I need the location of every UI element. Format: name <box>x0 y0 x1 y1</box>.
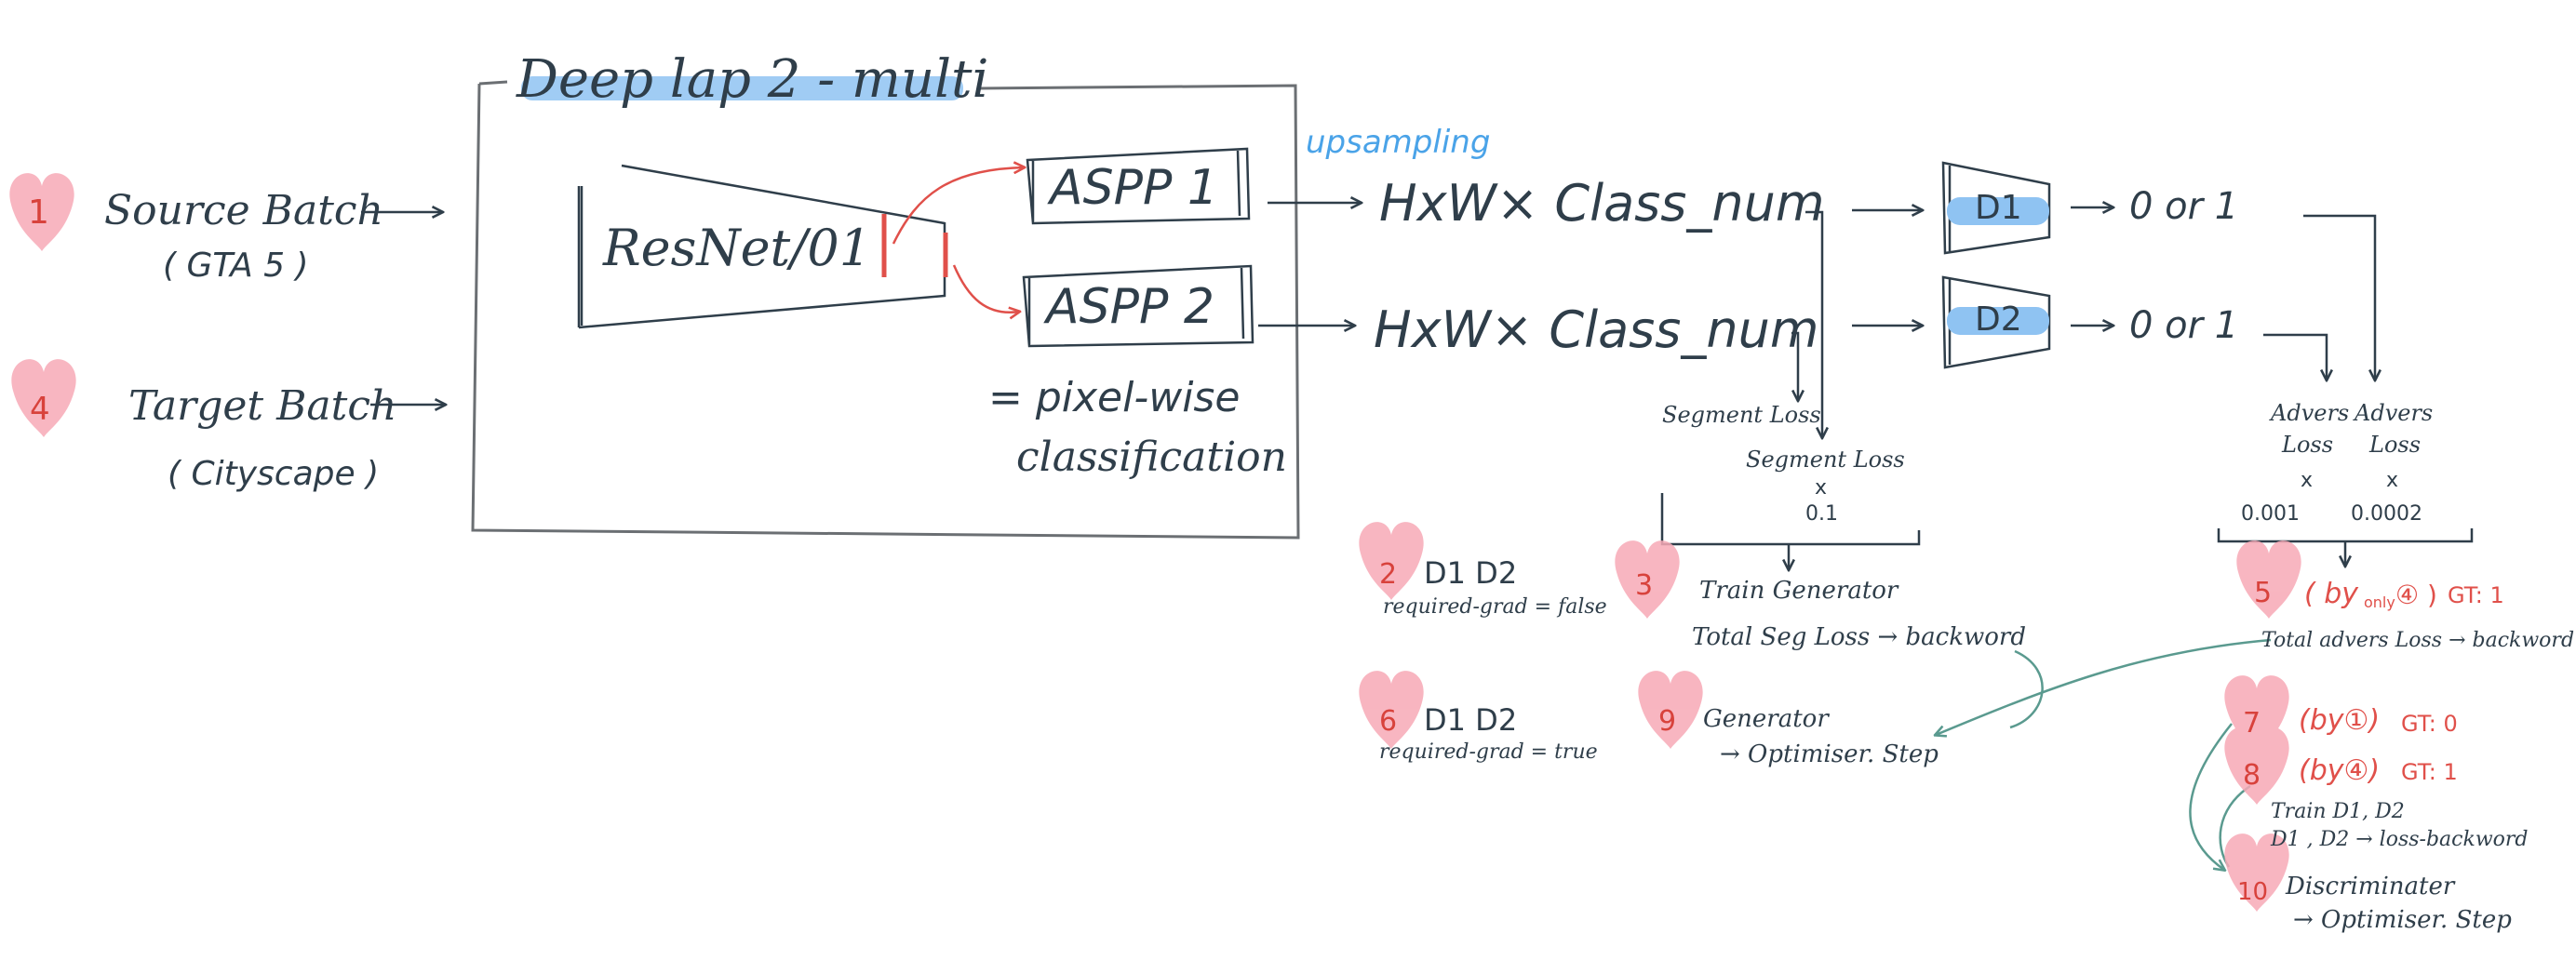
aspp2-label: ASPP 2 <box>1046 279 1214 335</box>
title-highlight <box>521 76 963 100</box>
step-3-line1: Train Generator <box>1699 577 1898 605</box>
advers-loss-2-times: x <box>2386 469 2399 492</box>
pixelwise-note: = pixel-wise <box>988 374 1241 421</box>
d2-highlight <box>1947 307 2049 335</box>
advers-loss-1: Advers <box>2271 400 2350 426</box>
advloss-bracket <box>2217 528 2474 543</box>
backbone-label: ResNet/01 <box>603 219 872 277</box>
step-2-number: 2 <box>1379 558 1398 591</box>
step-1-number: 1 <box>28 193 49 232</box>
step-8-number: 8 <box>2243 759 2261 792</box>
d2-output: 0 or 1 <box>2129 304 2239 347</box>
step-5-line2: Total advers Loss → backword <box>2261 629 2575 652</box>
step-4-number: 4 <box>30 391 50 428</box>
step-2-title: D1 D2 <box>1424 555 1518 591</box>
step-6-sub: required-grad = true <box>1379 740 1598 764</box>
target-batch-sub: ( Cityscape ) <box>168 455 380 493</box>
segment-loss-2-weight: 0.1 <box>1805 502 1838 526</box>
step-10-line1: Discriminater <box>2286 873 2455 900</box>
step-10-number: 10 <box>2237 878 2269 906</box>
step-5-circle: ④ ) <box>2395 580 2437 610</box>
step-number-highlights <box>9 173 2301 912</box>
arrow-backword-generator <box>2009 649 2044 729</box>
advers-loss-2b: Loss <box>2369 432 2422 458</box>
arrow-d1out-advloss <box>2303 214 2375 380</box>
step-7-gt: GT: 0 <box>2401 711 2458 737</box>
output2-label: HxW× Class_num <box>1374 300 1819 359</box>
d1-highlight <box>1947 197 2049 225</box>
step-3-number: 3 <box>1635 569 1654 602</box>
advers-loss-2: Advers <box>2355 400 2434 426</box>
d1-output: 0 or 1 <box>2129 185 2239 228</box>
step-5-only: only <box>2364 593 2395 611</box>
arrow-out1-segloss <box>1805 210 1822 437</box>
step-7-by: (by①) <box>2299 704 2381 737</box>
classification-note: classification <box>1016 433 1287 481</box>
step-9-line2: → Optimiser. Step <box>1720 740 1939 768</box>
step-8-by: (by④) <box>2299 754 2381 787</box>
step-8-line2: Train D1, D2 <box>2271 800 2405 823</box>
step-7-number: 7 <box>2243 707 2261 740</box>
segloss-bracket <box>1660 493 1921 546</box>
output1-label: HxW× Class_num <box>1379 174 1825 233</box>
arrow-resnet-aspp2 <box>952 264 1019 313</box>
d1-label: D1 <box>1975 189 2022 227</box>
segment-loss-1: Segment Loss <box>1662 402 1821 428</box>
step-8-line3: D1 , D2 → loss-backword <box>2271 828 2529 851</box>
step-6-number: 6 <box>1379 705 1398 738</box>
source-batch-sub: ( GTA 5 ) <box>163 247 309 285</box>
model-title: Deep lap 2 - multi <box>517 49 989 110</box>
advers-loss-1-times: x <box>2301 469 2314 492</box>
step-9-number: 9 <box>1658 705 1677 738</box>
segment-loss-2: Segment Loss <box>1746 447 1905 473</box>
step-5-gt: GT: 1 <box>2448 582 2504 608</box>
upsampling-label: upsampling <box>1306 124 1491 161</box>
advers-loss-1b: Loss <box>2282 432 2334 458</box>
step-8-gt: GT: 1 <box>2401 759 2458 785</box>
step-6-title: D1 D2 <box>1424 702 1518 738</box>
arrow-d2out-advloss <box>2263 333 2327 380</box>
arrow-out2-segloss <box>1791 331 1798 400</box>
step-3-line2: Total Seg Loss → backword <box>1692 623 2026 651</box>
advers-loss-1-weight: 0.001 <box>2241 502 2300 526</box>
step-9-line1: Generator <box>1703 705 1829 733</box>
step-5-by: ( by <box>2304 578 2359 610</box>
aspp1-box <box>1026 147 1251 225</box>
arrow-advloss-generator <box>1936 638 2272 735</box>
step-2-sub: required-grad = false <box>1383 595 1607 619</box>
aspp2-box <box>1022 264 1254 348</box>
d2-label: D2 <box>1975 300 2022 339</box>
arrow-resnet-aspp1 <box>892 167 1024 245</box>
segment-loss-2-times: x <box>1815 476 1828 500</box>
advers-loss-2-weight: 0.0002 <box>2351 502 2422 526</box>
aspp1-label: ASPP 1 <box>1050 160 1218 216</box>
target-batch-label: Target Batch <box>128 382 397 430</box>
model-box <box>471 83 1300 540</box>
step-5-number: 5 <box>2254 577 2273 609</box>
arrow-step7-disc <box>2189 723 2233 870</box>
source-batch-label: Source Batch <box>104 187 383 234</box>
step-10-line2: → Optimiser. Step <box>2293 906 2512 934</box>
